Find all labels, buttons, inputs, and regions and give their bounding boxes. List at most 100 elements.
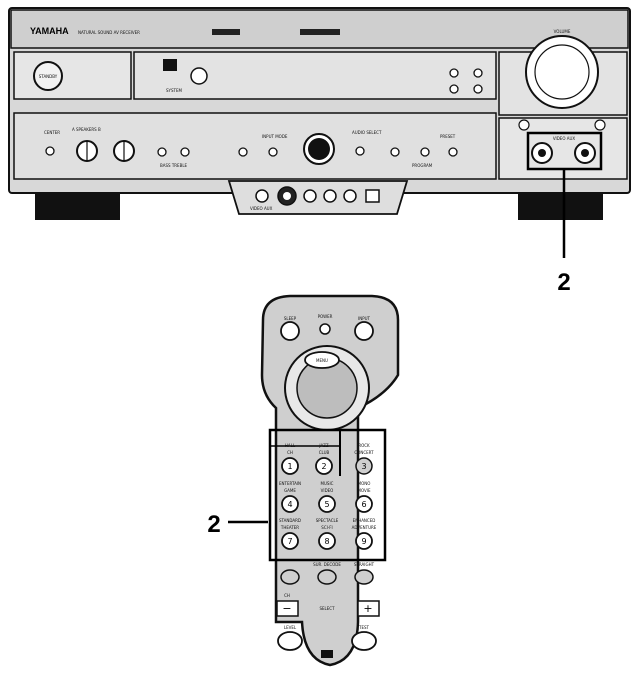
keypad-button-5[interactable]	[318, 495, 336, 513]
keypad-button-4[interactable]	[281, 495, 299, 513]
tuning-button-4[interactable]	[473, 84, 483, 94]
keypad: HALL CH 1 JAZZ CLUB 2 ROCK CONCERT 3 ENT…	[279, 443, 377, 550]
receiver-right-foot	[518, 194, 603, 220]
remote-menu-button[interactable]	[304, 351, 340, 369]
key-5-sub: VIDEO	[321, 488, 334, 493]
key-9-sub: ADVENTURE	[352, 525, 377, 530]
key-8-num: 8	[324, 537, 329, 546]
front-jack-1[interactable]	[255, 189, 269, 203]
system-label: SYSTEM	[166, 88, 182, 93]
key-1-sub: CH	[287, 450, 293, 455]
preset-up-button[interactable]	[420, 147, 430, 157]
audio-select-button[interactable]	[355, 146, 365, 156]
tuning-button-1[interactable]	[449, 68, 459, 78]
key-1-num: 1	[287, 462, 292, 471]
display-indicator	[163, 59, 177, 71]
key-2-sub: CLUB	[319, 450, 330, 455]
key-4-sub: GAME	[284, 488, 296, 493]
standby-button-label: STANDBY	[39, 74, 58, 79]
keypad-button-2[interactable]	[315, 457, 333, 475]
six-ch-input-button[interactable]	[268, 147, 278, 157]
key-9-top: ENHANCED	[353, 518, 376, 523]
remote-lower-button-1[interactable]	[280, 569, 300, 585]
front-jack-3[interactable]	[303, 189, 317, 203]
remote-input-button[interactable]	[354, 321, 374, 341]
key-3-num: 3	[361, 462, 366, 471]
program-label: PROGRAM	[412, 163, 433, 168]
key-1-top: HALL	[285, 443, 296, 448]
remote-power-label: POWER	[318, 314, 333, 319]
speakers-b-button[interactable]	[180, 147, 190, 157]
key-4-num: 4	[287, 500, 292, 509]
keypad-button-9[interactable]	[355, 532, 373, 550]
speakers-a-button[interactable]	[157, 147, 167, 157]
receiver-callout: 2	[557, 269, 570, 296]
model-line-label: NATURAL SOUND AV RECEIVER	[78, 30, 140, 35]
remote-straight-button[interactable]	[354, 569, 374, 585]
top-badge-right	[300, 29, 340, 35]
key-7-num: 7	[287, 537, 292, 546]
volume-knob[interactable]	[534, 44, 590, 100]
key-3-top: ROCK	[358, 443, 370, 448]
front-jack-label: VIDEO AUX	[250, 206, 273, 211]
brand-logo: YAMAHA	[30, 26, 69, 36]
center-label: CENTER	[44, 130, 60, 135]
tuning-button-2[interactable]	[473, 68, 483, 78]
remote-test-button[interactable]	[351, 631, 377, 651]
key-2-num: 2	[321, 462, 326, 471]
key-7-sub: THEATER	[280, 525, 299, 530]
remote-ch-plus-button[interactable]	[357, 600, 380, 617]
tuning-button-3[interactable]	[449, 84, 459, 94]
remote-sleep-label: SLEEP	[284, 316, 297, 321]
front-jack-4[interactable]	[323, 189, 337, 203]
remote-callout: 2	[207, 511, 220, 538]
remote-power-button[interactable]	[319, 323, 331, 335]
key-5-num: 5	[324, 500, 329, 509]
standby-button[interactable]	[33, 61, 63, 91]
remote-sur-decode-button[interactable]	[317, 569, 337, 585]
keypad-button-3[interactable]	[355, 457, 373, 475]
remote-sensor	[190, 67, 208, 85]
display-panel	[133, 51, 497, 100]
input-mode-button[interactable]	[238, 147, 248, 157]
key-6-num: 6	[361, 500, 366, 509]
remote-keypad-highlight	[268, 428, 387, 562]
remote-control: SLEEP POWER INPUT MENU HALL CH 1 JAZZ CL…	[207, 294, 400, 667]
front-jack-5[interactable]	[343, 189, 357, 203]
ch-label-left: CH	[284, 593, 290, 598]
preset-label: PRESET	[440, 134, 456, 139]
preset-down-button[interactable]	[448, 147, 458, 157]
key-8-top: SPECTACLE	[316, 518, 339, 523]
keypad-button-1[interactable]	[281, 457, 299, 475]
key-6-sub: MOVIE	[358, 488, 371, 493]
key-4-top: ENTERTAIN	[279, 481, 301, 486]
keypad-button-7[interactable]	[281, 532, 299, 550]
av-receiver: YAMAHA NATURAL SOUND AV RECEIVER STANDBY…	[8, 7, 631, 296]
front-jack-optical[interactable]	[365, 189, 380, 203]
remote-sleep-button[interactable]	[280, 321, 300, 341]
center-button[interactable]	[45, 146, 55, 156]
key-6-top: MONO	[358, 481, 371, 486]
key-9-num: 9	[361, 537, 366, 546]
tone-label: BASS TREBLE	[160, 163, 188, 168]
key-8-sub: SCI-FI	[321, 525, 332, 530]
remote-ch-minus-button[interactable]	[276, 600, 299, 617]
power-panel	[13, 51, 132, 100]
ch-minus-label: −	[282, 602, 291, 615]
key-3-sub: CONCERT	[354, 450, 374, 455]
key-2-top: JAZZ	[318, 443, 329, 448]
program-button[interactable]	[390, 147, 400, 157]
keypad-button-8[interactable]	[318, 532, 336, 550]
aux-indicator-left	[518, 119, 530, 131]
top-badge-left	[212, 29, 240, 35]
sur-decode-label: SUR. DECODE	[313, 562, 341, 567]
level-label: LEVEL	[284, 625, 297, 630]
receiver-left-foot	[35, 194, 120, 220]
keypad-button-6[interactable]	[355, 495, 373, 513]
speakers-label: A SPEAKERS B	[72, 127, 101, 132]
input-selector-knob[interactable]	[308, 138, 330, 160]
aux-indicator-right	[594, 119, 606, 131]
remote-level-button[interactable]	[277, 631, 303, 651]
remote-menu-label: MENU	[316, 358, 328, 363]
